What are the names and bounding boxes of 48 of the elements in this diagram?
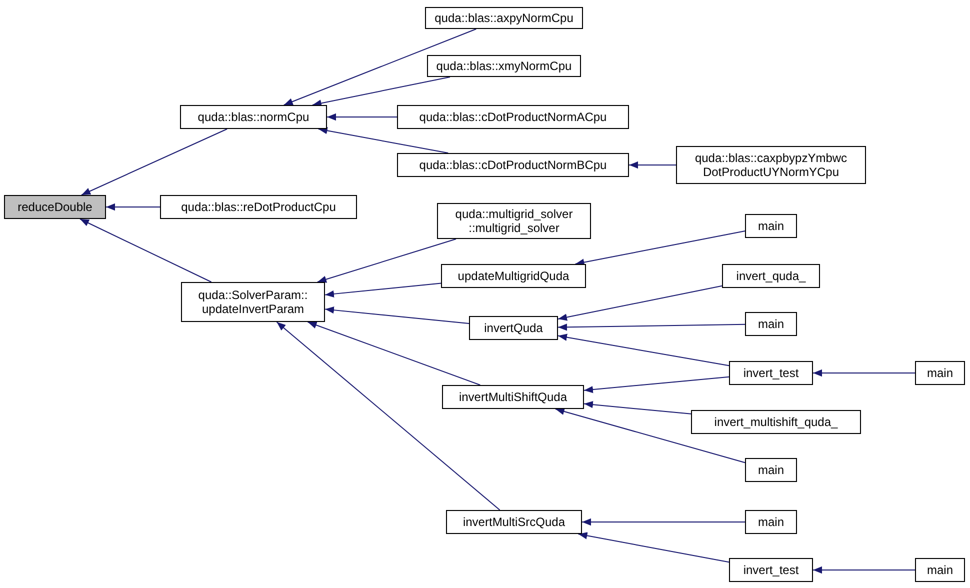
function-box: invertMultiSrcQuda (446, 510, 582, 534)
arrow (326, 113, 398, 121)
arrow (558, 334, 730, 366)
arrow (106, 203, 160, 211)
arrow (554, 408, 746, 464)
arrow (312, 76, 450, 107)
arrow (80, 128, 228, 196)
arrow (628, 161, 676, 169)
function-box: quda::multigrid_solver ::multigrid_solver (437, 203, 591, 239)
arrow (324, 282, 442, 298)
function-box: quda::blas::cDotProductNormBCpu (397, 153, 629, 177)
function-box: main (745, 312, 797, 336)
function-box: quda::SolverParam:: updateInvertParam (181, 282, 325, 322)
arrow (574, 230, 746, 266)
arrow (582, 518, 746, 526)
arrow (812, 369, 916, 377)
arrow (558, 285, 722, 321)
arrow (307, 322, 481, 386)
arrow (324, 306, 470, 324)
function-box: main (745, 458, 797, 482)
arrow (578, 532, 730, 563)
arrow (584, 401, 692, 414)
function-box: invertMultiShiftQuda (442, 385, 584, 409)
arrow (318, 127, 449, 154)
function-box: quda::blas::normCpu (180, 105, 327, 129)
function-box: invert_test (729, 361, 813, 385)
function-box: reduceDouble (4, 195, 106, 219)
function-box: invertQuda (469, 316, 558, 340)
function-box: quda::blas::caxpbypzYmbwc DotProductUYNormYCpu (676, 146, 866, 184)
function-box: invert_multishift_quda_ (691, 410, 861, 434)
function-box: main (745, 510, 797, 534)
function-box: invert_quda_ (722, 264, 820, 288)
arrow (558, 324, 746, 331)
arrow (283, 28, 477, 106)
arrow (812, 566, 916, 574)
arrow (276, 322, 500, 510)
arrow (316, 238, 456, 283)
function-box: main (745, 214, 797, 238)
function-box: main (915, 361, 965, 385)
arrow (80, 218, 212, 282)
function-box: quda::blas::cDotProductNormACpu (397, 105, 629, 129)
function-box: quda::blas::xmyNormCpu (427, 55, 581, 77)
arrow (584, 376, 730, 394)
function-box: main (915, 558, 965, 582)
function-box: updateMultigridQuda (441, 264, 586, 288)
function-box: quda::blas::axpyNormCpu (425, 7, 583, 29)
function-box: quda::blas::reDotProductCpu (160, 195, 357, 219)
function-box: invert_test (729, 558, 813, 582)
